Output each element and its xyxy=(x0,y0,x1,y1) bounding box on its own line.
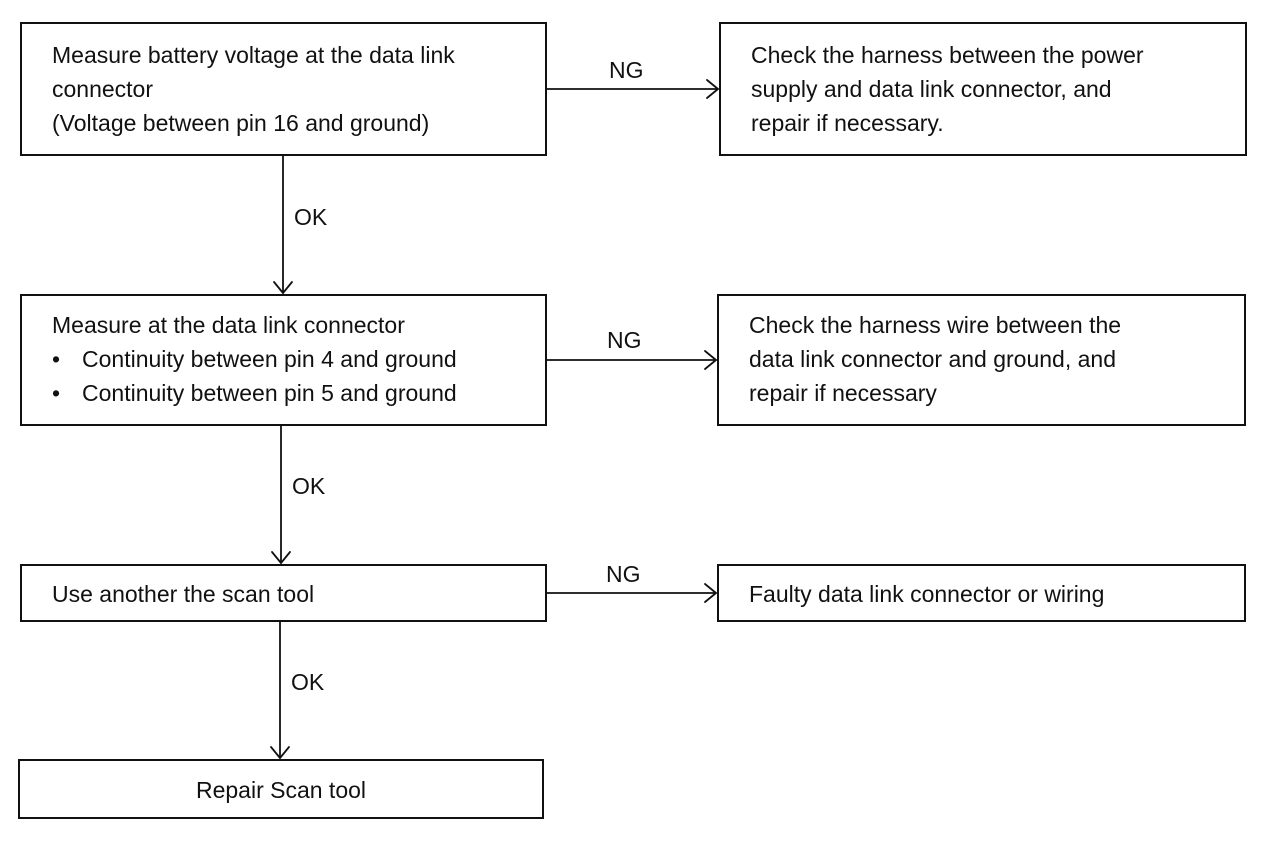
step-2-bullet-1-text: Continuity between pin 4 and ground xyxy=(82,346,457,372)
step-1-line-1: Measure battery voltage at the data link xyxy=(52,42,455,68)
ok-arrowhead-1 xyxy=(273,281,293,294)
ng-label-1: NG xyxy=(609,57,644,83)
result-2-line-1: Check the harness wire between the xyxy=(749,312,1122,338)
step-2-bullet-pin-5: • Continuity between pin 5 and ground xyxy=(52,376,545,410)
ok-arrowhead-3 xyxy=(270,746,290,759)
ok-arrowhead-2 xyxy=(271,551,291,564)
step-1-line-3: (Voltage between pin 16 and ground) xyxy=(52,110,430,136)
ng-arrowhead-2 xyxy=(704,350,717,370)
result-2-line-3: repair if necessary xyxy=(749,380,937,406)
step-use-another-scan-tool: Use another the scan tool xyxy=(20,564,547,622)
step-4-text: Repair Scan tool xyxy=(195,777,367,803)
step-2-bullet-2-text: Continuity between pin 5 and ground xyxy=(82,380,457,406)
ng-arrowhead-1 xyxy=(706,79,719,99)
step-measure-continuity: Measure at the data link connector • Cont… xyxy=(20,294,547,426)
step-3-text: Use another the scan tool xyxy=(52,581,315,607)
ng-label-3: NG xyxy=(606,561,641,587)
result-3-text: Faulty data link connector or wiring xyxy=(749,581,1105,607)
bullet-dot-icon: • xyxy=(52,380,61,406)
step-measure-battery-voltage: Measure battery voltage at the data link… xyxy=(20,22,547,156)
result-faulty-connector-or-wiring: Faulty data link connector or wiring xyxy=(717,564,1246,622)
result-check-ground-harness: Check the harness wire between the data … xyxy=(717,294,1246,426)
bullet-dot-icon: • xyxy=(52,346,61,372)
ok-label-3: OK xyxy=(291,669,325,695)
result-check-power-supply-harness: Check the harness between the power supp… xyxy=(719,22,1247,156)
step-2-bullet-pin-4: • Continuity between pin 4 and ground xyxy=(52,342,545,376)
ok-label-1: OK xyxy=(294,204,328,230)
step-1-line-2: connector xyxy=(52,76,154,102)
result-1-line-1: Check the harness between the power xyxy=(751,42,1144,68)
step-repair-scan-tool: Repair Scan tool xyxy=(18,759,544,819)
result-1-line-2: supply and data link connector, and xyxy=(751,76,1112,102)
ng-arrowhead-3 xyxy=(704,583,717,603)
ok-label-2: OK xyxy=(292,473,326,499)
result-2-line-2: data link connector and ground, and xyxy=(749,346,1116,372)
result-1-line-3: repair if necessary. xyxy=(751,110,944,136)
step-2-heading: Measure at the data link connector xyxy=(52,312,405,338)
ng-label-2: NG xyxy=(607,327,642,353)
